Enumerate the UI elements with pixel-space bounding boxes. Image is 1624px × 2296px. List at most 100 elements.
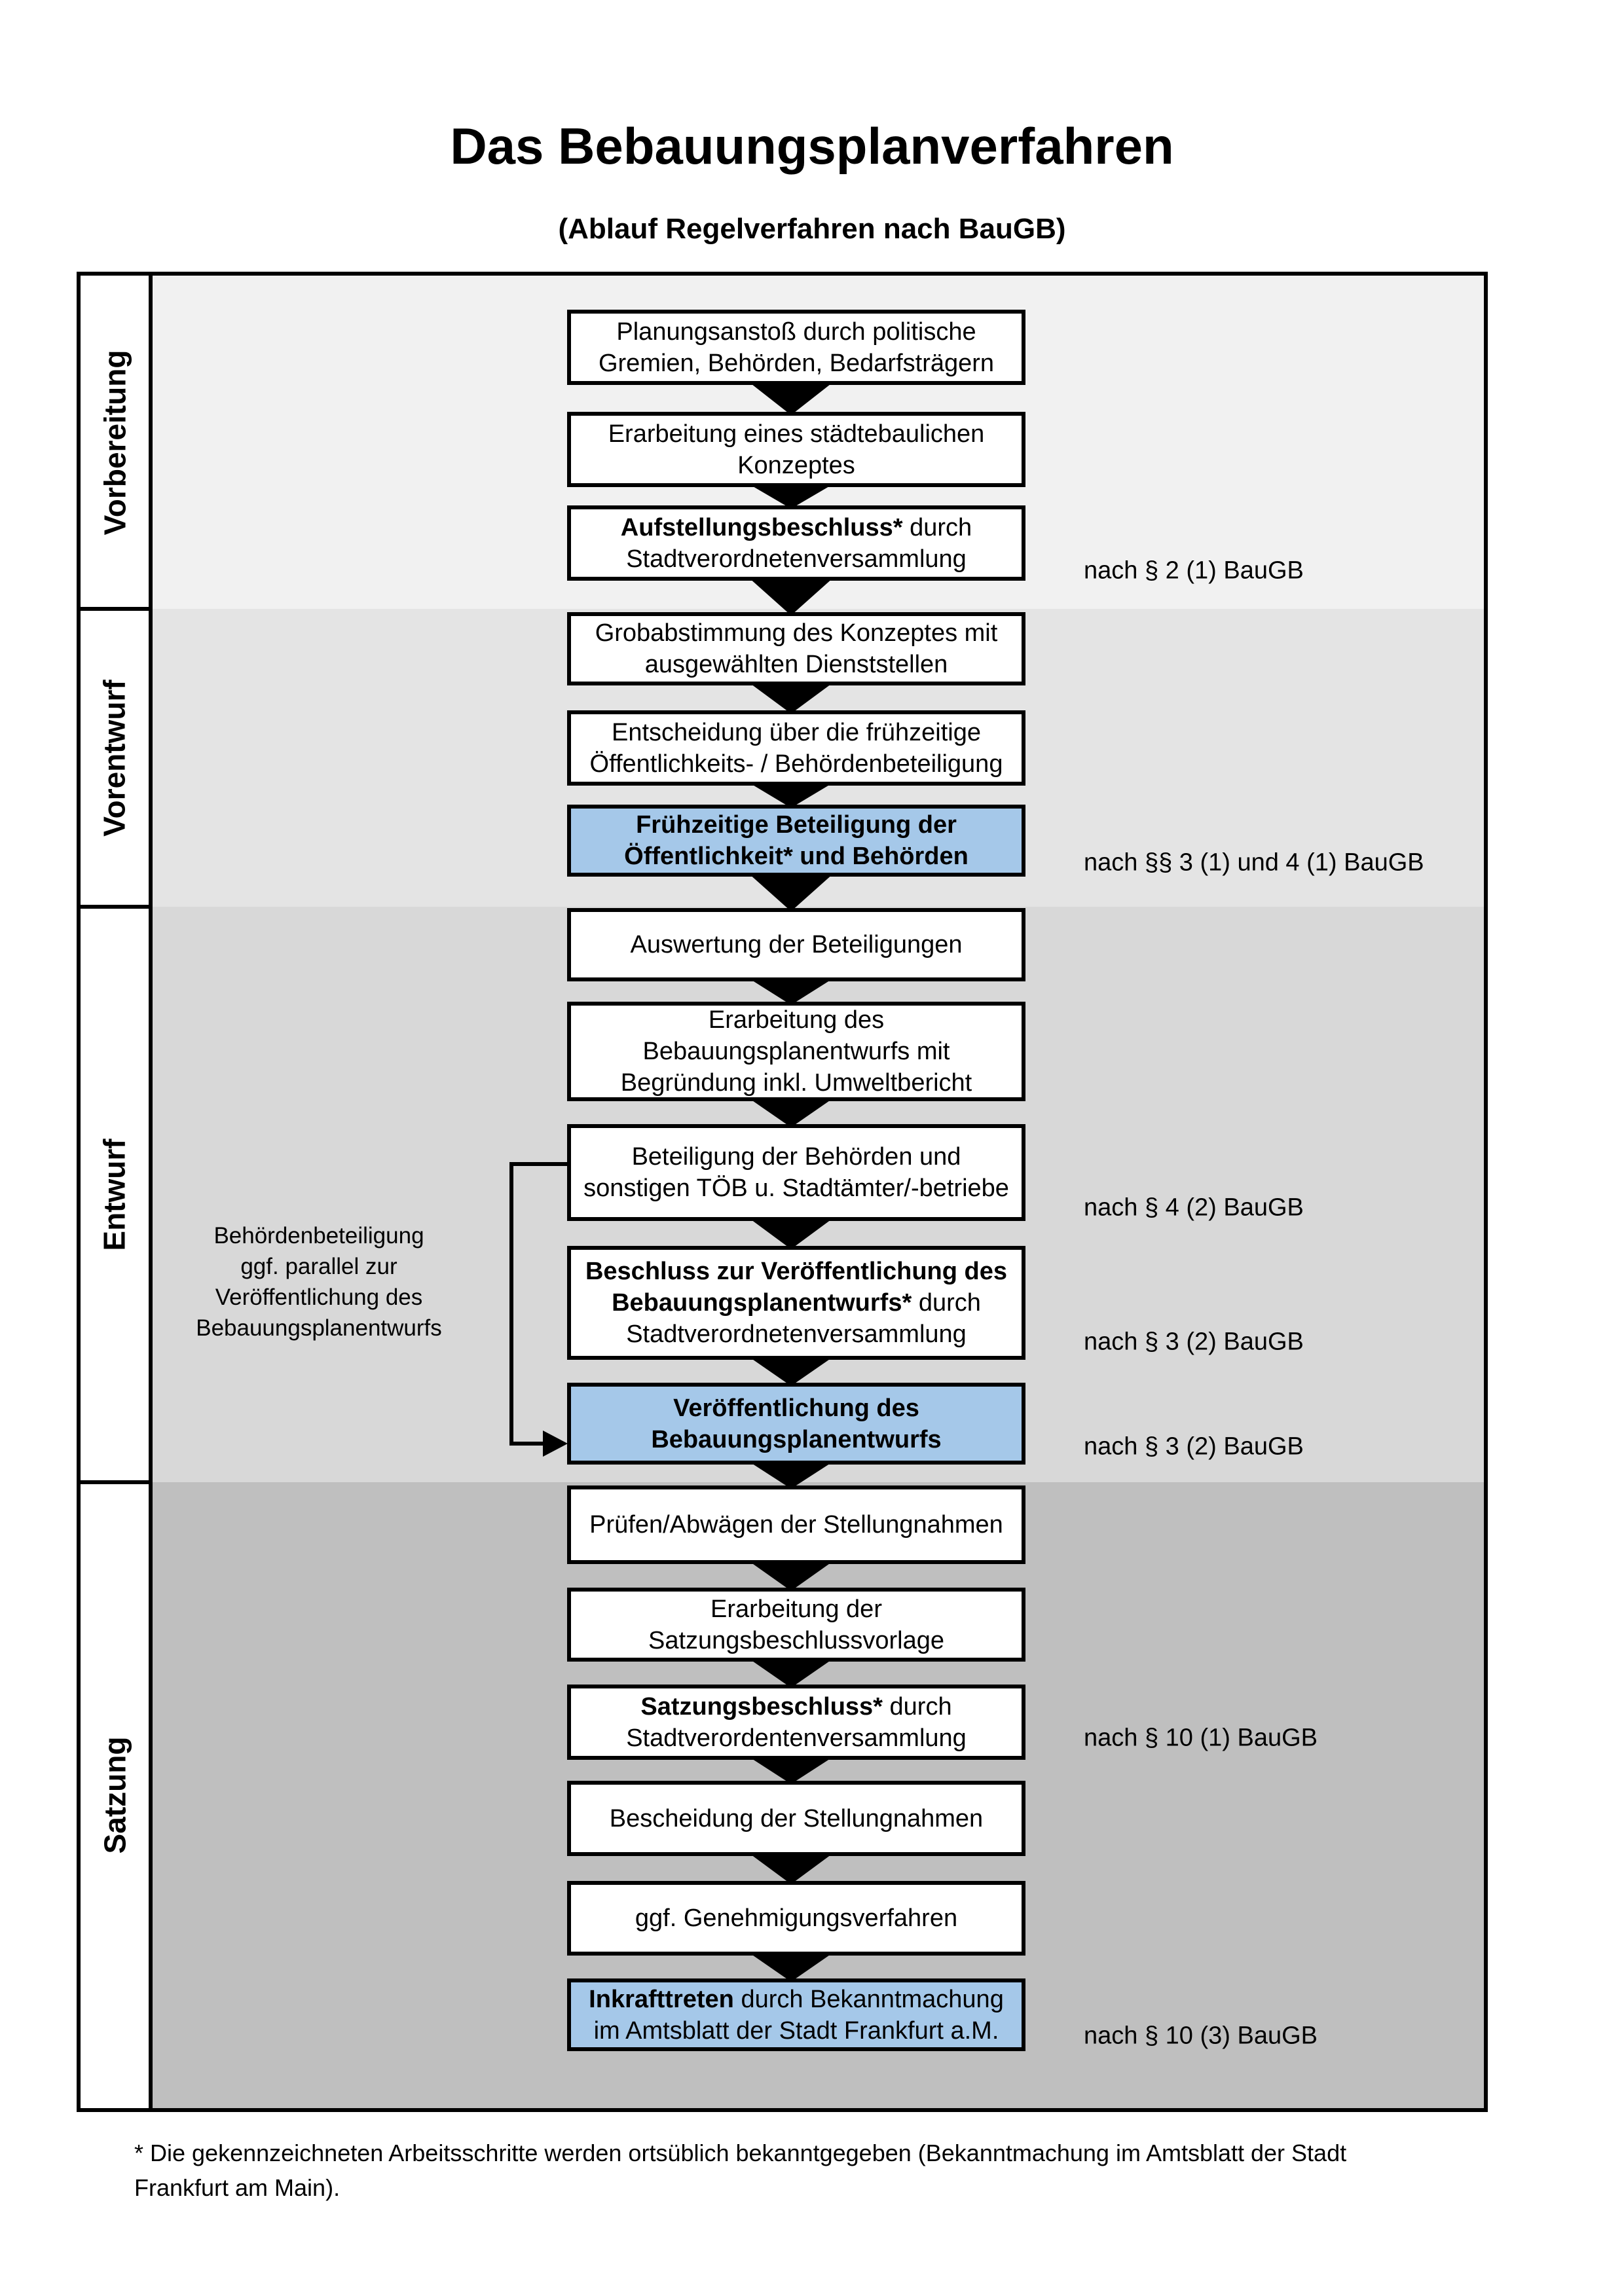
step-text: Begründung inkl. Umweltbericht	[620, 1069, 972, 1097]
process-step-line: Stadtverordentenversammlung	[626, 1722, 967, 1754]
process-step-line: im Amtsblatt der Stadt Frankfurt a.M.	[594, 2015, 999, 2047]
step-text: Konzeptes	[737, 451, 855, 479]
step-text: ausgewählten Dienststellen	[644, 651, 948, 678]
bracket-vertical-line	[509, 1162, 513, 1446]
phase-label-column	[81, 276, 149, 2108]
label-column-divider	[149, 276, 153, 2108]
step-text-bold: Satzungsbeschluss*	[640, 1692, 883, 1721]
process-step-line: Inkrafttreten durch Bekanntmachung	[589, 1984, 1004, 2015]
process-step-line: sonstigen TÖB u. Stadtämter/-betriebe	[583, 1173, 1009, 1204]
process-step-line: Prüfen/Abwägen der Stellungnahmen	[589, 1509, 1003, 1540]
step-text: Planungsanstoß durch politische	[616, 318, 976, 346]
step-text: Satzungsbeschlussvorlage	[648, 1626, 945, 1654]
page-title: Das Bebauungsplanverfahren	[450, 117, 1174, 175]
page-subtitle: (Ablauf Regelverfahren nach BauGB)	[558, 213, 1066, 245]
step-text-bold: Aufstellungsbeschluss*	[620, 513, 903, 541]
process-step-line: Begründung inkl. Umweltbericht	[621, 1067, 972, 1099]
process-step-line: Beteiligung der Behörden und	[632, 1141, 961, 1173]
phase-label-entwurf: Entwurf	[81, 907, 149, 1482]
process-step-7: Auswertung der Beteiligungen	[567, 908, 1025, 981]
step-text: Prüfen/Abwägen der Stellungnahmen	[589, 1511, 1003, 1539]
process-step-line: Öffentlichkeits- / Behördenbeteiligung	[590, 748, 1003, 780]
step-text-bold: Inkrafttreten	[589, 1985, 734, 2013]
phase-separator	[81, 905, 153, 909]
phase-label-vorbereitung: Vorbereitung	[81, 276, 149, 609]
step-text: Entscheidung über die frühzeitige	[611, 718, 982, 746]
step-text: Erarbeitung eines städtebaulichen	[608, 420, 985, 448]
process-step-line: ggf. Genehmigungsverfahren	[635, 1903, 957, 1934]
step-text: im Amtsblatt der Stadt Frankfurt a.M.	[593, 2016, 999, 2045]
process-step-line: Aufstellungsbeschluss* durch	[621, 512, 972, 543]
footnote-line-2: Frankfurt am Main).	[134, 2174, 341, 2201]
footnote: * Die gekennzeichneten Arbeitsschritte w…	[134, 2136, 1536, 2205]
process-step-line: Beschluss zur Veröffentlichung des	[585, 1256, 1007, 1287]
legal-reference: nach § 10 (1) BauGB	[1084, 1724, 1318, 1752]
step-text-bold: Bebauungsplanentwurfs*	[612, 1289, 912, 1317]
phase-separator	[81, 1480, 153, 1484]
step-text: durch	[912, 1289, 981, 1317]
process-step-16: ggf. Genehmigungsverfahren	[567, 1881, 1025, 1956]
step-text: Öffentlichkeits- / Behördenbeteiligung	[589, 750, 1003, 778]
step-text: Erarbeitung des	[708, 1006, 885, 1034]
process-step-line: Stadtverordnetenversammlung	[626, 543, 967, 575]
legal-reference: nach § 3 (2) BauGB	[1084, 1328, 1304, 1356]
process-step-line: Planungsanstoß durch politische	[616, 316, 976, 348]
step-text: Stadtverordnetenversammlung	[626, 1321, 967, 1348]
bracket-top-line	[509, 1162, 567, 1166]
legal-reference: nach § 3 (2) BauGB	[1084, 1432, 1304, 1461]
process-step-line: Bebauungsplanentwurfs mit	[643, 1036, 950, 1067]
step-text: Stadtverordentenversammlung	[626, 1724, 967, 1752]
step-text: Beteiligung der Behörden und	[631, 1143, 961, 1171]
legal-reference: nach § 2 (1) BauGB	[1084, 556, 1304, 585]
step-text: Bebauungsplanentwurfs mit	[642, 1038, 950, 1065]
process-step-line: Grobabstimmung des Konzeptes mit	[595, 617, 998, 649]
step-text-bold: Öffentlichkeit* und Behörden	[624, 843, 969, 870]
parallel-note-line: Behördenbeteiligung	[213, 1223, 424, 1248]
process-step-line: Erarbeitung des	[709, 1004, 884, 1036]
bracket-bottom-line	[509, 1442, 547, 1446]
phase-separator	[81, 607, 153, 611]
process-step-line: Auswertung der Beteiligungen	[630, 929, 962, 960]
process-step-line: Erarbeitung eines städtebaulichen	[608, 418, 985, 450]
process-step-line: ausgewählten Dienststellen	[645, 649, 948, 680]
step-text: Auswertung der Beteiligungen	[630, 931, 963, 958]
process-step-line: Entscheidung über die frühzeitige	[612, 717, 981, 748]
legal-reference: nach § 10 (3) BauGB	[1084, 2022, 1318, 2050]
phase-label-text: Vorentwurf	[98, 679, 132, 837]
legal-reference: nach § 4 (2) BauGB	[1084, 1194, 1304, 1222]
parallel-note-line: Bebauungsplanentwurfs	[196, 1315, 442, 1341]
step-text: durch	[902, 513, 972, 541]
process-step-line: Frühzeitige Beteiligung der	[636, 809, 957, 841]
step-text: Erarbeitung der	[710, 1595, 882, 1623]
step-text: Bescheidung der Stellungnahmen	[609, 1804, 984, 1832]
step-text-bold: Veröffentlichung des	[673, 1394, 919, 1422]
process-step-line: Bescheidung der Stellungnahmen	[610, 1803, 983, 1834]
phase-label-vorentwurf: Vorentwurf	[81, 609, 149, 907]
phase-label-text: Entwurf	[98, 1138, 132, 1251]
step-text-bold: Bebauungsplanentwurfs	[651, 1425, 942, 1453]
process-step-line: Stadtverordnetenversammlung	[626, 1319, 967, 1350]
parallel-note-line: ggf. parallel zur	[240, 1254, 397, 1279]
step-text: durch	[882, 1692, 952, 1721]
process-step-line: Bebauungsplanentwurfs	[651, 1424, 941, 1455]
step-text: Gremien, Behörden, Bedarfsträgern	[598, 349, 995, 377]
phase-label-text: Satzung	[98, 1736, 132, 1854]
step-text-bold: Frühzeitige Beteiligung der	[636, 811, 957, 839]
step-text: ggf. Genehmigungsverfahren	[635, 1904, 958, 1932]
process-step-line: Satzungsbeschlussvorlage	[648, 1625, 944, 1656]
process-step-line: Erarbeitung der	[710, 1594, 882, 1625]
process-step-line: Bebauungsplanentwurfs* durch	[612, 1287, 981, 1319]
